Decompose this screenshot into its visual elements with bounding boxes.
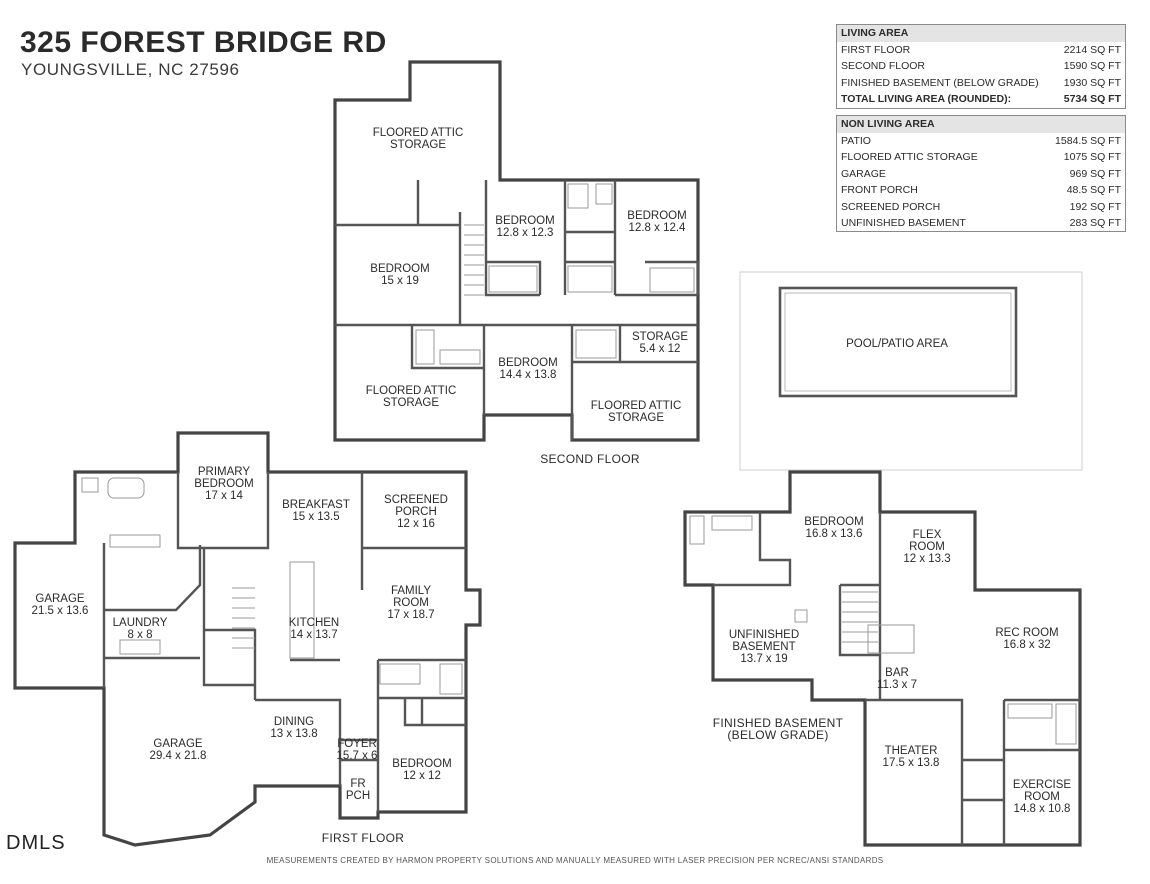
first-floor-label: FIRST FLOOR <box>322 831 404 845</box>
living-row: FINISHED BASEMENT (BELOW GRADE)1930 SQ F… <box>841 76 1121 89</box>
living-area-title: LIVING AREA <box>837 25 1125 42</box>
basement-floor-label: FINISHED BASEMENT(BELOW GRADE) <box>713 716 844 742</box>
basement-room-pool: POOL/PATIO AREA <box>846 338 948 350</box>
first-floor-plan <box>13 431 482 847</box>
dmls-logo: DMLS <box>6 832 66 854</box>
measurement-footnote: MEASUREMENTS CREATED BY HARMON PROPERTY … <box>266 856 884 865</box>
living-total-row: TOTAL LIVING AREA (ROUNDED):5734 SQ FT <box>841 93 1121 106</box>
second-floor-label: SECOND FLOOR <box>540 452 640 466</box>
non-living-area-title: NON LIVING AREA <box>837 116 1125 133</box>
property-address: 325 FOREST BRIDGE RD <box>20 26 387 59</box>
property-city: YOUNGSVILLE, NC 27596 <box>21 60 240 79</box>
second-floor-plan <box>333 60 700 442</box>
basement-plan <box>683 271 1083 847</box>
